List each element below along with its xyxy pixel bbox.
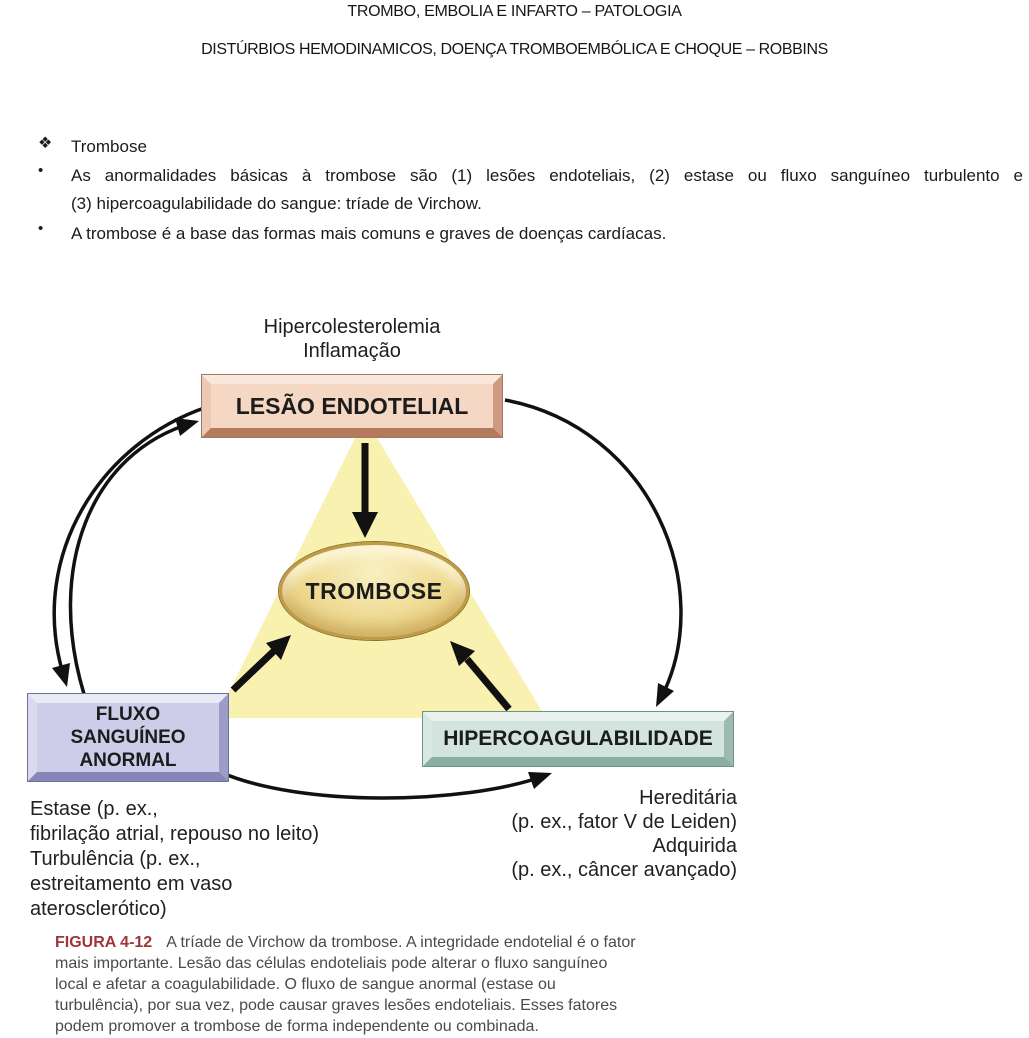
page-subtitle: DISTÚRBIOS HEMODINAMICOS, DOENÇA TROMBOE… bbox=[201, 41, 828, 58]
bullet-heading: Trombose bbox=[71, 137, 147, 156]
arrow-hyper-to-thrombosis bbox=[464, 656, 512, 712]
curve-endothelial-to-hyper bbox=[504, 398, 683, 697]
page-title: TROMBO, EMBOLIA E INFARTO – PATOLOGIA bbox=[347, 3, 682, 20]
arrowhead bbox=[175, 418, 199, 436]
endothelial-injury-label: LESÃO ENDOTELIAL bbox=[235, 392, 469, 419]
arrowhead bbox=[528, 772, 552, 789]
diamond-bullet-icon: ❖ bbox=[38, 135, 53, 152]
thrombosis-ellipse: TROMBOSE bbox=[279, 542, 469, 640]
hypercoagulability-label: HIPERCOAGULABILIDADE bbox=[443, 727, 713, 750]
caption-line: FIGURA 4-12 A tríade de Virchow da trombo… bbox=[55, 932, 705, 953]
bullet-paragraph: As anormalidades básicas à trombose são … bbox=[71, 162, 1023, 218]
label-line: Hipercolesterolemia bbox=[263, 316, 441, 338]
abnormal-flow-label: FLUXO SANGUÍNEO ANORMAL bbox=[70, 703, 185, 772]
annotation-line: Turbulência (p. ex., bbox=[30, 848, 201, 870]
annotation-line: aterosclerótico) bbox=[30, 898, 167, 920]
figure-caption: FIGURA 4-12 A tríade de Virchow da trombo… bbox=[55, 932, 705, 1037]
hereditary-acquired-annotation: Hereditária (p. ex., fator V de Leiden) … bbox=[380, 786, 737, 882]
curve-flow-to-endothelial bbox=[68, 421, 193, 695]
bullet-line: (3) hipercoagulabilidade do sangue: tría… bbox=[71, 194, 482, 213]
thrombosis-label: TROMBOSE bbox=[305, 577, 443, 604]
arrowhead bbox=[266, 635, 291, 660]
bullet-line: As anormalidades básicas à trombose são … bbox=[71, 166, 1023, 185]
annotation-line: fibrilação atrial, repouso no leito) bbox=[30, 823, 320, 845]
label-line: ANORMAL bbox=[79, 750, 177, 771]
label-line: SANGUÍNEO bbox=[70, 727, 186, 748]
caption-line: local e afetar a coagulabilidade. O flux… bbox=[55, 976, 556, 993]
arrowhead bbox=[450, 641, 475, 666]
arrowhead bbox=[352, 512, 378, 538]
arrowhead bbox=[656, 683, 674, 707]
bullet-paragraph: A trombose é a base das formas mais comu… bbox=[71, 224, 667, 243]
label-line: Inflamação bbox=[303, 340, 401, 362]
annotation-line: (p. ex., fator V de Leiden) bbox=[511, 811, 737, 833]
arrow-flow-to-thrombosis bbox=[230, 646, 279, 693]
hypercoagulability-box: HIPERCOAGULABILIDADE bbox=[422, 711, 734, 767]
endothelial-injury-box: LESÃO ENDOTELIAL bbox=[201, 374, 503, 438]
curve-endothelial-to-flow bbox=[52, 405, 208, 671]
virchow-triad-figure: Hipercolesterolemia Inflamação LESÃO END… bbox=[0, 300, 780, 932]
annotation-line: Hereditária bbox=[639, 787, 737, 809]
dot-bullet-icon: • bbox=[38, 162, 44, 179]
caption-line: turbulência), por sua vez, pode causar g… bbox=[55, 997, 618, 1014]
annotation-line: (p. ex., câncer avançado) bbox=[511, 859, 737, 881]
curve-flow-to-hyper bbox=[219, 770, 545, 800]
annotation-line: Adquirida bbox=[652, 835, 737, 857]
arrowhead bbox=[52, 663, 70, 687]
caption-line: mais importante. Lesão das células endot… bbox=[55, 955, 608, 972]
annotation-line: estreitamento em vaso bbox=[30, 873, 233, 895]
label-line: FLUXO bbox=[95, 704, 161, 725]
annotation-line: Estase (p. ex., bbox=[30, 798, 158, 820]
abnormal-flow-box: FLUXO SANGUÍNEO ANORMAL bbox=[27, 693, 229, 782]
caption-line: podem promover a trombose de forma indep… bbox=[55, 1018, 539, 1035]
figure-number-label: FIGURA 4-12 bbox=[55, 934, 153, 951]
dot-bullet-icon: • bbox=[38, 220, 44, 237]
caption-text: A tríade de Virchow da trombose. A integ… bbox=[166, 934, 636, 951]
stasis-turbulence-annotation: Estase (p. ex., fibrilação atrial, repou… bbox=[30, 797, 319, 922]
risk-factors-endothelial-label: Hipercolesterolemia Inflamação bbox=[202, 315, 502, 363]
